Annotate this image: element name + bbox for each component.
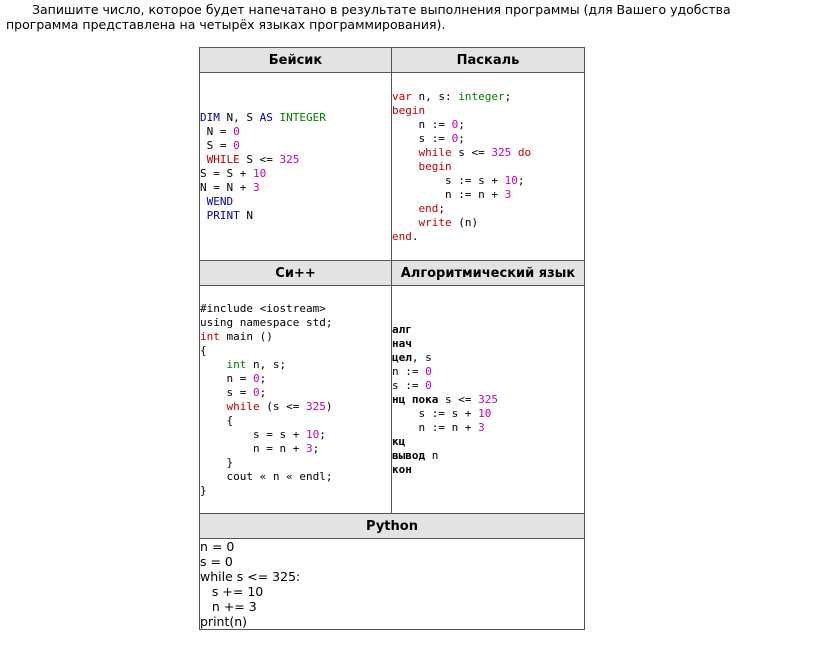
header-basic: Бейсик xyxy=(199,47,392,73)
task-text: Запишите число, которое будет напечатано… xyxy=(6,2,731,32)
header-pascal: Паскаль xyxy=(391,47,585,73)
code-line: { xyxy=(200,343,207,357)
code-line: using namespace std; xyxy=(200,315,333,329)
code-line: print(n) xyxy=(200,614,248,629)
code-row-3: n = 0 s = 0 while s <= 325: s += 10 n +=… xyxy=(199,538,585,630)
code-line: цел, s xyxy=(392,350,432,364)
code-line: } xyxy=(200,455,234,469)
python-code: n = 0 s = 0 while s <= 325: s += 10 n +=… xyxy=(199,538,585,630)
code-line: n := 0 xyxy=(392,364,432,378)
code-line: n = 0 xyxy=(200,539,235,554)
code-line: n = 0; xyxy=(200,371,267,385)
code-line: DIM N, S AS INTEGER xyxy=(200,110,326,124)
code-line: s += 10 xyxy=(200,584,264,599)
code-line: s := 0 xyxy=(392,378,432,392)
code-line: S = 0 xyxy=(200,138,240,152)
code-line: s := s + 10; xyxy=(392,173,525,187)
code-line: N = 0 xyxy=(200,124,240,138)
code-line: cout « n « endl; xyxy=(200,469,333,483)
code-line: WEND xyxy=(206,194,234,208)
code-line: n = n + 3; xyxy=(200,441,320,455)
basic-code: DIM N, S AS INTEGER N = 0 S = 0 WHILE S … xyxy=(199,72,392,261)
programs-table: Бейсик Паскаль DIM N, S AS INTEGER N = 0… xyxy=(199,47,585,630)
code-line: n += 3 xyxy=(200,599,257,614)
code-line: N = N + 3 xyxy=(200,180,260,194)
code-line: #include <iostream> xyxy=(200,301,326,315)
code-line: n := n + 3 xyxy=(392,420,485,434)
code-line: begin xyxy=(392,103,426,117)
code-line: end. xyxy=(392,229,419,243)
code-line: write (n) xyxy=(418,215,479,229)
code-line: while (s <= 325) xyxy=(226,399,333,413)
code-line: s = 0; xyxy=(200,385,267,399)
header-python: Python xyxy=(199,513,585,539)
code-line: кц xyxy=(392,434,406,448)
header-algo: Алгоритмический язык xyxy=(391,260,585,286)
code-line: s = 0 xyxy=(200,554,233,569)
code-line: s := s + 10 xyxy=(392,406,492,420)
code-row-2: #include <iostream> using namespace std;… xyxy=(199,285,585,514)
code-line: int n, s; xyxy=(226,357,287,371)
code-line: n := 0; xyxy=(392,117,465,131)
code-line: { xyxy=(200,413,234,427)
code-row-1: DIM N, S AS INTEGER N = 0 S = 0 WHILE S … xyxy=(199,72,585,261)
header-cpp: Си++ xyxy=(199,260,392,286)
code-line: s = s + 10; xyxy=(200,427,326,441)
code-line: while s <= 325: xyxy=(200,569,301,584)
code-line: var n, s: integer; xyxy=(392,89,512,103)
code-line: } xyxy=(200,483,207,497)
header-row-1: Бейсик Паскаль xyxy=(199,47,585,73)
code-line: int main () xyxy=(200,329,273,343)
code-line: алг xyxy=(392,322,412,336)
code-line: нач xyxy=(392,336,412,350)
algo-code: алг нач цел, s n := 0 s := 0 нц пока s <… xyxy=(391,285,585,514)
code-line: s := 0; xyxy=(392,131,465,145)
code-line: end; xyxy=(418,201,446,215)
code-line: вывод n xyxy=(392,448,439,462)
code-line: S = S + 10 xyxy=(200,166,267,180)
header-row-2: Си++ Алгоритмический язык xyxy=(199,260,585,286)
code-line: n := n + 3 xyxy=(392,187,512,201)
code-line: кон xyxy=(392,462,412,476)
code-line: нц пока s <= 325 xyxy=(392,392,498,406)
code-line: WHILE S <= 325 xyxy=(206,152,300,166)
code-line: PRINT N xyxy=(206,208,253,222)
cpp-code: #include <iostream> using namespace std;… xyxy=(199,285,392,514)
pascal-code: var n, s: integer; begin n := 0; s := 0;… xyxy=(391,72,585,261)
code-line: while s <= 325 do xyxy=(418,145,532,159)
code-line: begin xyxy=(418,159,452,173)
header-row-3: Python xyxy=(199,513,585,539)
